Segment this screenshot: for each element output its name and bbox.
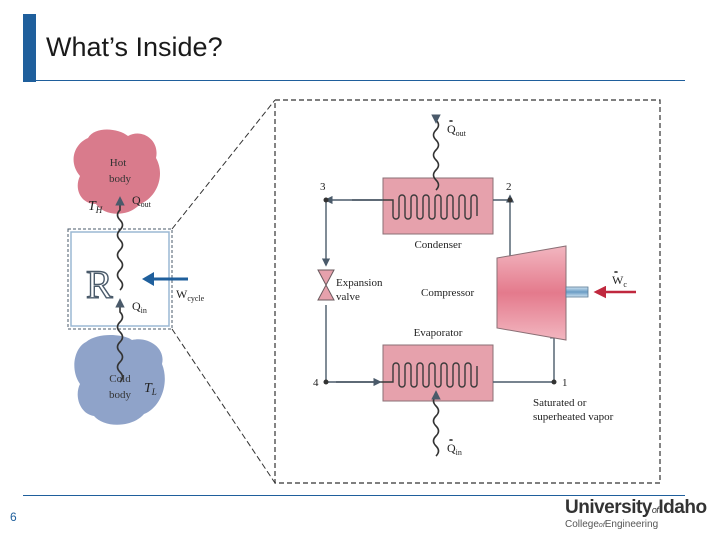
footer-divider: [23, 495, 685, 496]
compressor-body: [496, 245, 567, 341]
work-input-arrowhead: [142, 272, 154, 286]
expansion-valve-icon: [317, 269, 335, 301]
hot-body-label-line1: Hot: [110, 157, 127, 169]
title-accent-bar: [23, 14, 36, 82]
q-in-wavy-arrow: [115, 298, 125, 383]
zoom-line-top: [171, 99, 276, 230]
refrigerator-r-label: R: [86, 262, 113, 307]
state-point-2: [507, 197, 513, 203]
title-divider: [23, 80, 685, 81]
hot-body-shape: [73, 129, 161, 214]
state-2-label: 2: [506, 181, 512, 193]
state-4-label: 4: [313, 377, 319, 389]
university-of-idaho-logo: UniversityofIdaho CollegeofEngineering: [565, 497, 717, 537]
zoom-line-bottom: [171, 328, 276, 484]
state-1-note-line2: superheated vapor: [533, 411, 614, 423]
page-number: 6: [10, 510, 17, 524]
logo-wordmark: UniversityofIdaho: [565, 497, 707, 518]
q-out-wavy-arrow: [115, 196, 125, 291]
compressor-shaft: [565, 286, 589, 298]
compressor-label: Compressor: [421, 287, 475, 299]
hot-body-label-line2: body: [109, 173, 132, 185]
detail-frame: [274, 99, 661, 484]
q-dot-in-label: Qin: [447, 441, 462, 457]
expansion-valve-label-line1: Expansion: [336, 277, 383, 289]
state-point-4: [323, 379, 329, 385]
cold-body-shape: [74, 335, 165, 425]
state-point-3: [323, 197, 329, 203]
state-point-1: [551, 379, 557, 385]
state-3-label: 3: [320, 181, 326, 193]
w-cycle-label: Wcycle: [176, 287, 205, 303]
condenser-label: Condenser: [414, 239, 461, 251]
slide-title: What’s Inside?: [46, 32, 223, 62]
evaporator-label: Evaporator: [414, 327, 463, 339]
q-dot-out-label: Qout: [447, 122, 467, 138]
q-in-label: Qin: [132, 299, 147, 315]
logo-college-line: CollegeofEngineering: [565, 519, 659, 530]
cold-body-label-line2: body: [109, 389, 132, 401]
th-label: TH: [88, 199, 103, 215]
state-1-note-line1: Saturated or: [533, 397, 587, 409]
q-dot-out-wavy-arrow: [431, 114, 441, 191]
evaporator-coil: [336, 362, 478, 388]
state-1-label: 1: [562, 377, 568, 389]
tl-label: TL: [144, 381, 157, 397]
q-out-label: Qout: [132, 193, 152, 209]
expansion-valve-label-line2: valve: [336, 291, 360, 303]
q-dot-in-wavy-arrow: [431, 390, 441, 457]
condenser-coil: [352, 194, 478, 220]
cold-body-label-line1: Cold: [109, 373, 131, 385]
w-dot-c-label: Wc: [612, 273, 627, 289]
